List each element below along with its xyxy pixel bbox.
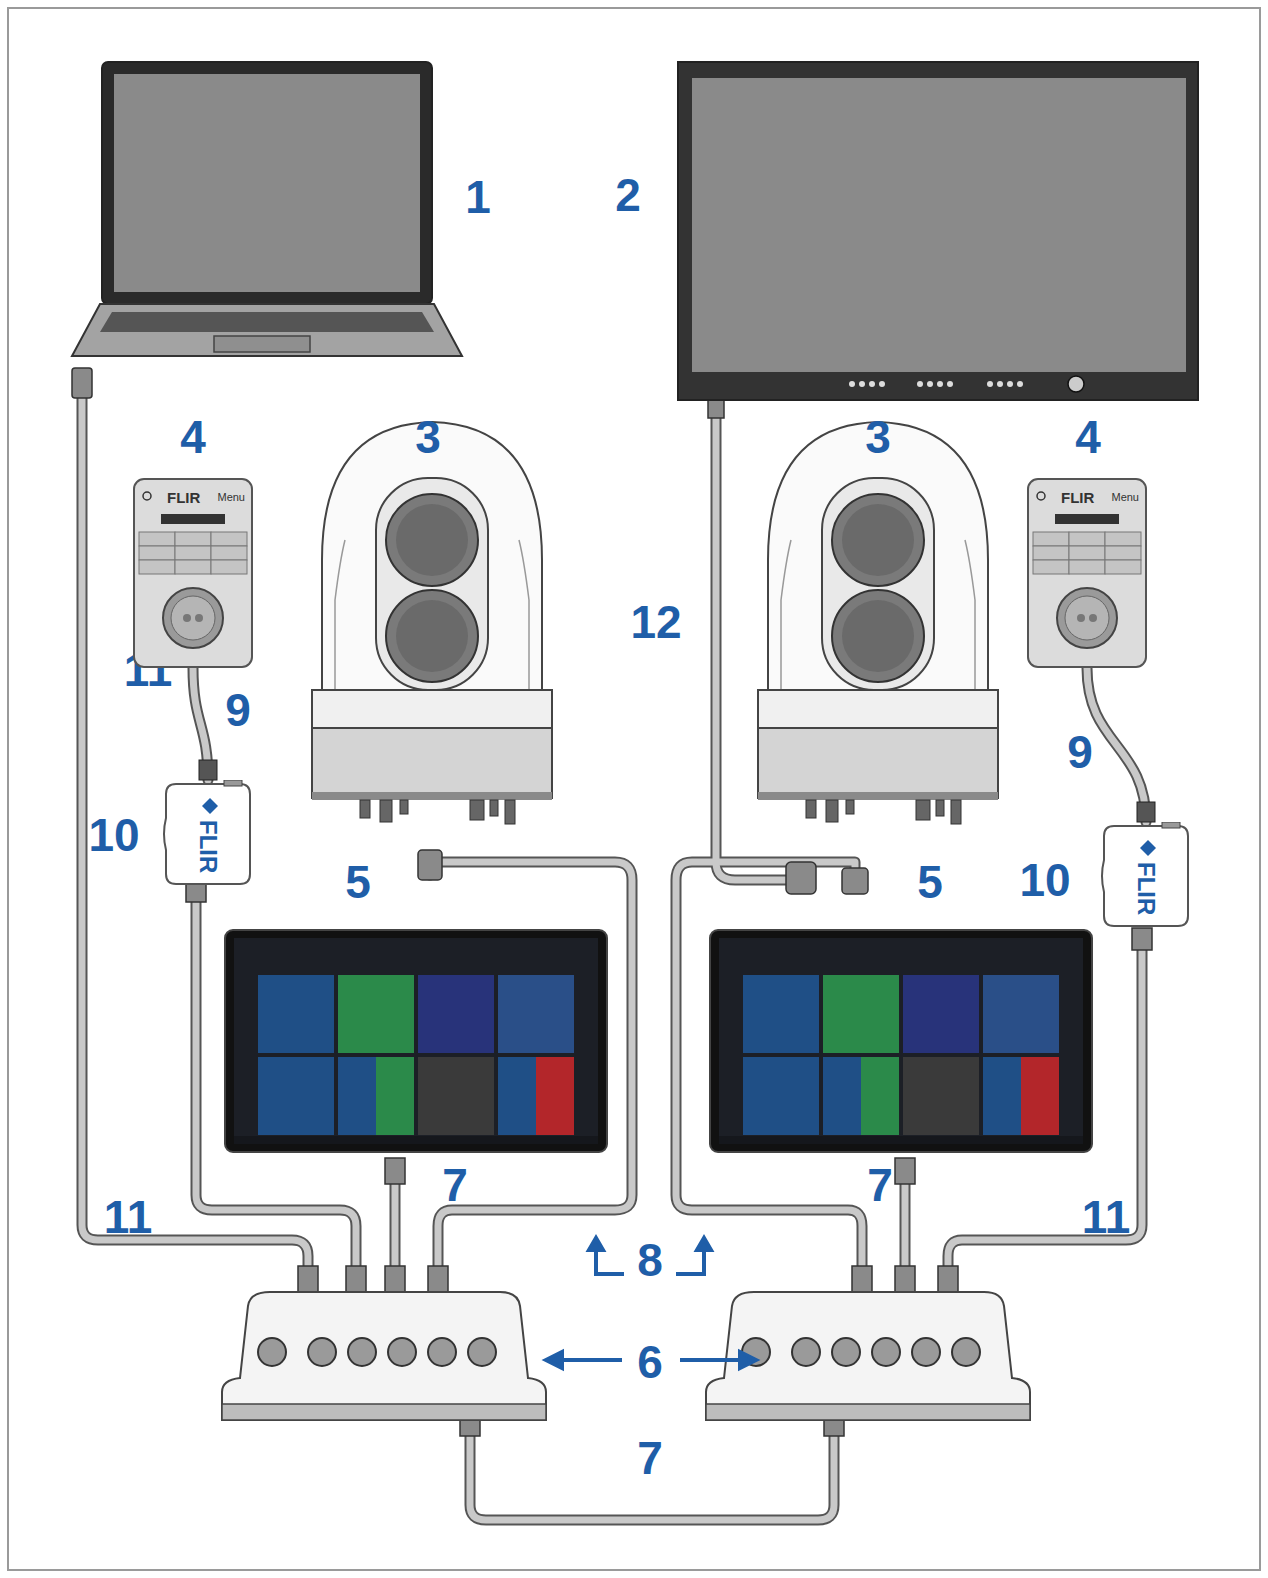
- callout-number: 7: [637, 1435, 663, 1481]
- callout-number: 5: [917, 859, 943, 905]
- callout-number: 7: [867, 1162, 893, 1208]
- callout-number: 1: [465, 174, 491, 220]
- monitor: [678, 62, 1198, 400]
- keypad-controller: FLIR Menu: [133, 478, 253, 668]
- brand-logo: FLIR: [1134, 862, 1158, 915]
- connector-plugs: [72, 368, 1152, 1436]
- callout-number: 6: [637, 1339, 663, 1385]
- callout-number: 10: [88, 812, 139, 858]
- network-switch: [706, 1292, 1030, 1420]
- cable: [1087, 668, 1155, 822]
- keypad-controller: FLIR Menu: [1027, 478, 1147, 668]
- multifunction-display: [710, 930, 1092, 1152]
- callout-number: 7: [442, 1162, 468, 1208]
- callout-number: 12: [630, 599, 681, 645]
- button-text: Menu: [1111, 492, 1139, 503]
- button-text: Menu: [217, 492, 245, 503]
- callout-number: 3: [415, 414, 441, 460]
- brand-logo: FLIR: [167, 490, 200, 505]
- brand-logo: FLIR: [1061, 490, 1094, 505]
- junction-box: FLIR: [162, 780, 254, 888]
- thermal-camera: [312, 422, 552, 824]
- callout-number: 2: [615, 172, 641, 218]
- network-switch: [222, 1292, 546, 1420]
- callout-number: 11: [1082, 1194, 1131, 1240]
- callout-number: 9: [1067, 729, 1093, 775]
- multifunction-display: [225, 930, 607, 1152]
- cables: [82, 380, 1142, 1520]
- laptop: [72, 62, 462, 356]
- brand-logo: FLIR: [196, 820, 220, 873]
- callout-number: 3: [865, 414, 891, 460]
- callout-number: 5: [345, 859, 371, 905]
- cable: [193, 668, 217, 780]
- callout-number: 10: [1019, 857, 1070, 903]
- callout-number: 4: [1075, 414, 1101, 460]
- callout-number: 4: [180, 414, 206, 460]
- callout-number: 9: [225, 687, 251, 733]
- junction-box: FLIR: [1100, 822, 1192, 930]
- callout-number: 11: [104, 1194, 153, 1240]
- callout-number: 8: [637, 1237, 663, 1283]
- thermal-camera: [758, 422, 998, 824]
